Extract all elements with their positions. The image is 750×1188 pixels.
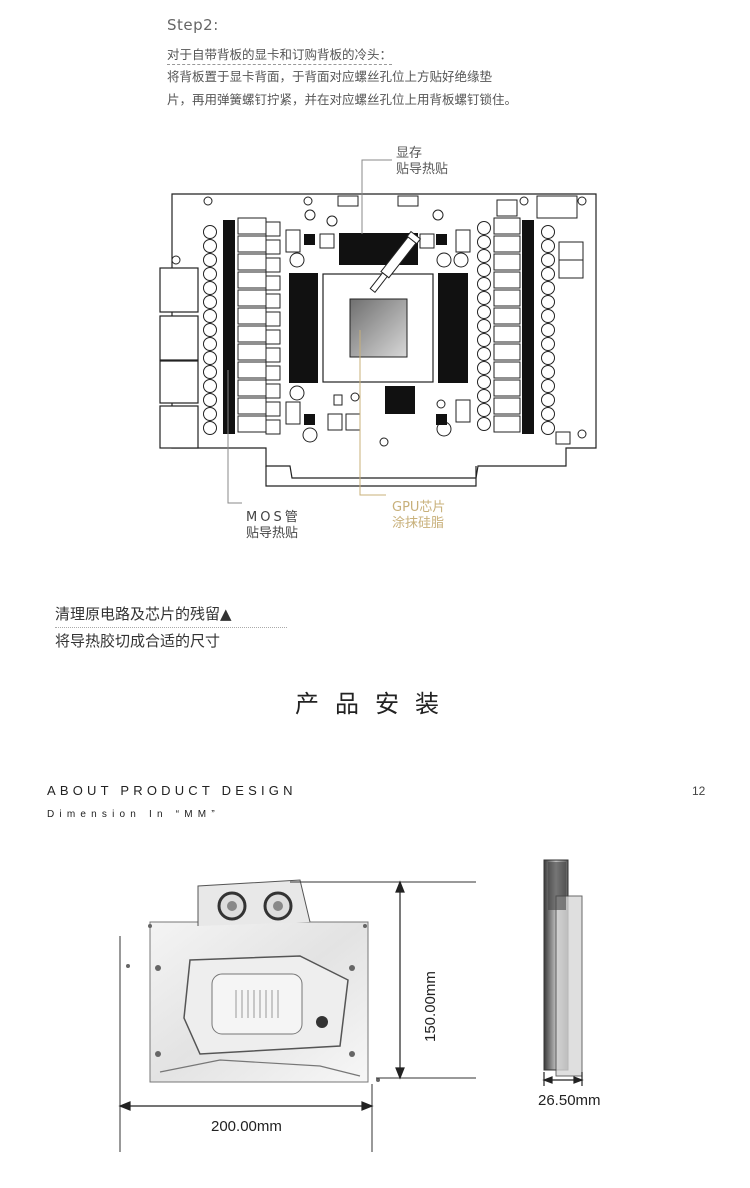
step-line-1: 将背板置于显卡背面，于背面对应螺丝孔位上方贴好绝缘垫 — [167, 69, 493, 84]
vram-label-line2: 贴导热贴 — [396, 162, 449, 177]
step-title: Step2: — [167, 16, 219, 34]
pcb-diagram — [159, 159, 597, 504]
note-clean: 清理原电路及芯片的残留▲ — [55, 603, 287, 628]
page-number: 12 — [692, 784, 706, 798]
height-dimension: 150.00mm — [392, 896, 439, 1042]
step-subtitle: 对于自带背板的显卡和订购背板的冷头： — [167, 44, 393, 65]
mos-label-line2: 贴导热贴 — [246, 526, 299, 541]
step-line-2: 片，再用弹簧螺钉拧紧，并在对应螺丝孔位上用背板螺钉锁住。 — [167, 92, 518, 107]
design-subheading: Dimension In “MM” — [47, 809, 220, 820]
mos-label: MOS管 贴导热贴 — [246, 510, 301, 542]
width-dimension: 200.00mm — [211, 1118, 282, 1135]
design-heading: ABOUT PRODUCT DESIGN — [47, 783, 297, 798]
gpu-label-line1: GPU芯片 — [392, 500, 446, 515]
vram-label-line1: 显存 — [396, 146, 423, 161]
thickness-dimension: 26.50mm — [538, 1092, 601, 1109]
note-cut: 将导热胶切成合适的尺寸 — [55, 632, 221, 650]
height-dimension-text: 150.00mm — [422, 971, 439, 1042]
section-title: 产品安装 — [295, 690, 455, 718]
mos-label-line1: MOS管 — [246, 510, 301, 525]
vram-label: 显存 贴导热贴 — [396, 146, 448, 178]
product-drawing — [118, 859, 584, 1152]
gpu-label: GPU芯片 涂抹硅脂 — [392, 500, 445, 532]
gpu-label-line2: 涂抹硅脂 — [392, 516, 445, 531]
